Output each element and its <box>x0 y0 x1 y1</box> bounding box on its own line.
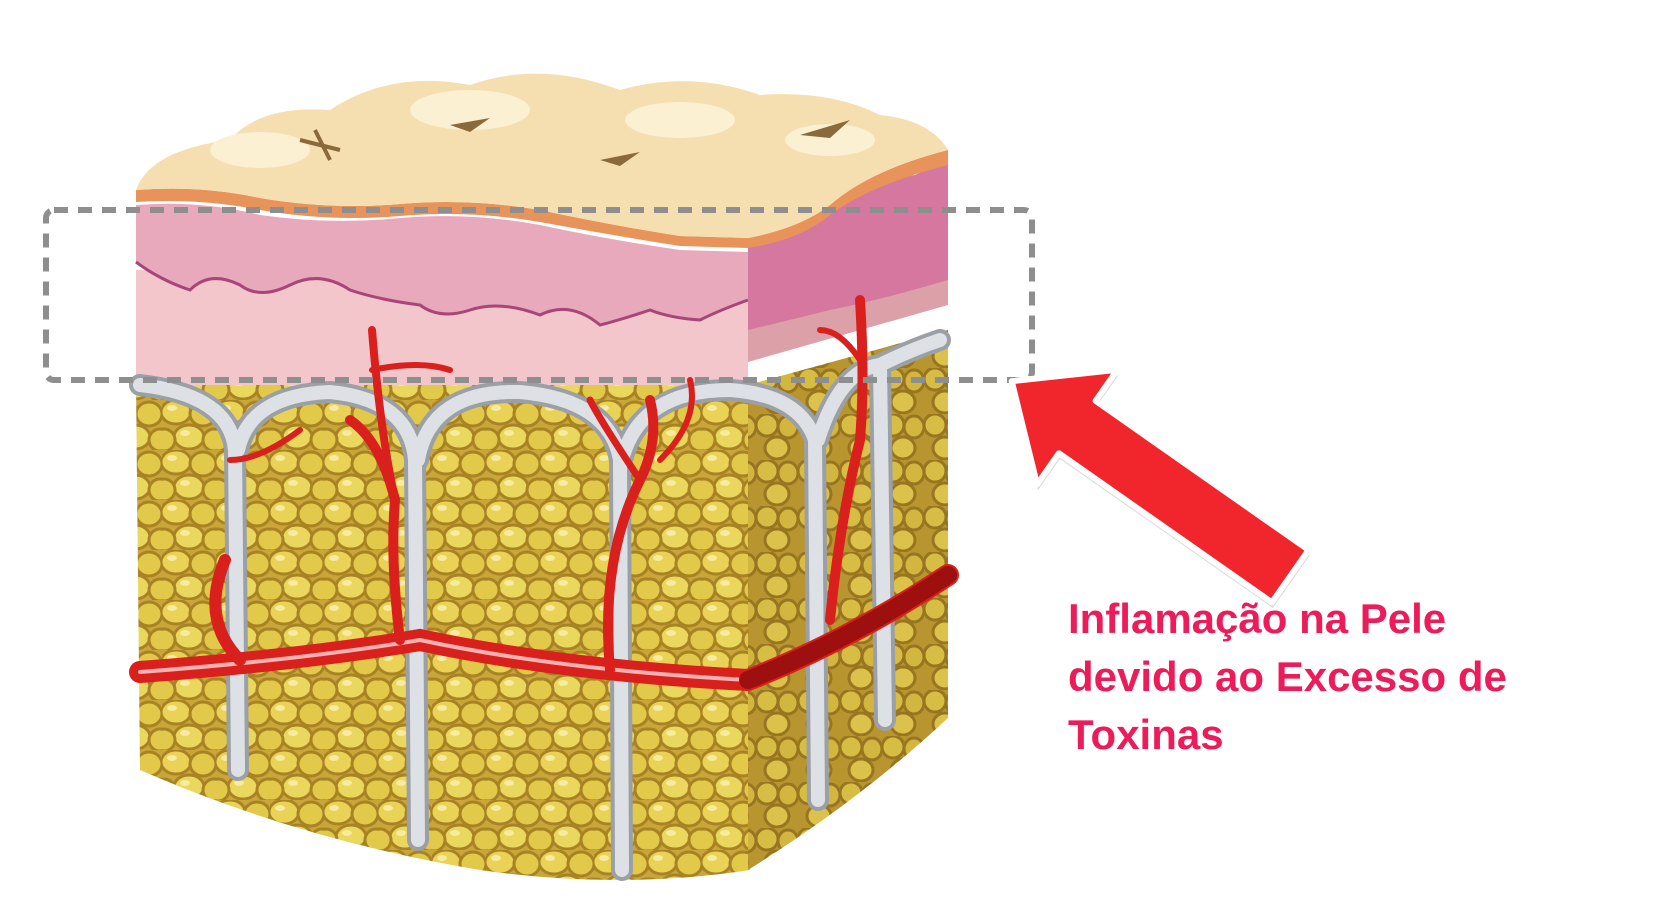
caption-line-2: devido ao Excesso de <box>1068 653 1507 700</box>
caption: Inflamação na Pele devido ao Excesso de … <box>1068 590 1648 764</box>
caption-line-3: Toxinas <box>1068 711 1224 758</box>
blood-vessels <box>129 295 959 692</box>
highlight-box <box>43 207 1035 383</box>
caption-line-1: Inflamação na Pele <box>1068 595 1447 642</box>
dermis-upper-front <box>136 203 748 325</box>
arrow-icon <box>1008 366 1312 608</box>
epidermis-top <box>136 73 948 239</box>
fat-layer-front <box>136 385 750 880</box>
fat-layer-side <box>748 330 948 870</box>
